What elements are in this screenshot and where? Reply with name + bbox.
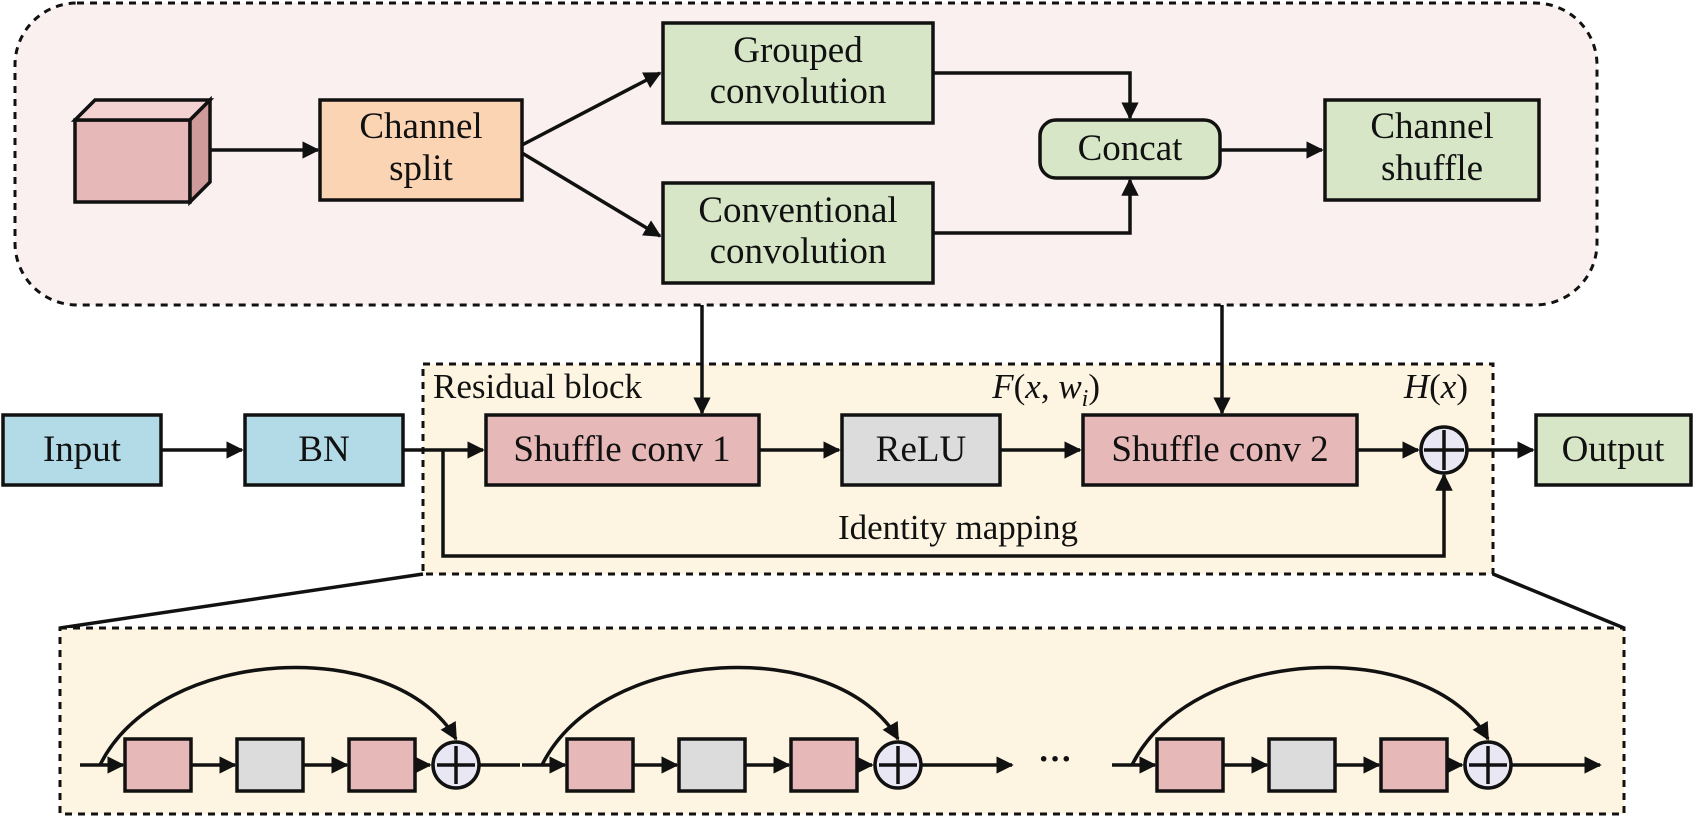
identity-mapping-arrow: [441, 450, 1453, 558]
stack-block-1-layer-2: [235, 737, 305, 793]
channel-shuffle-line1: Channel: [1370, 106, 1493, 147]
shuffle-conv2-box: Shuffle conv 2: [1081, 413, 1359, 487]
feature-map-cube-icon: [70, 95, 215, 207]
output-label: Output: [1562, 429, 1666, 470]
f-w-subscript: i: [1082, 386, 1089, 412]
bn-box: BN: [243, 413, 405, 487]
f-x-wi-label: F(x, wi): [991, 367, 1100, 412]
zoom-line-left: [59, 572, 424, 630]
stack-block-1-layer-1: [123, 737, 193, 793]
h-open-paren: (: [1429, 367, 1441, 406]
h-x-label: H(x): [1403, 367, 1468, 406]
stack-block-3-layer-1: [1155, 737, 1225, 793]
channel-shuffle-line2: shuffle: [1381, 148, 1483, 189]
channel-split-line2: split: [389, 148, 453, 189]
residual-add-icon: [1419, 425, 1469, 475]
arrow-grouped-to-concat: [933, 71, 1139, 120]
grouped-convolution-box: Grouped convolution: [661, 21, 935, 125]
relu-box: ReLU: [840, 413, 1002, 487]
shuffle-conv1-box: Shuffle conv 1: [484, 413, 761, 487]
f-x-symbol: x: [1024, 367, 1041, 406]
grouped-conv-line2: convolution: [710, 71, 887, 112]
stack-skip-arc-1: [98, 665, 458, 766]
f-w-symbol: w: [1058, 367, 1082, 406]
f-symbol: F: [991, 367, 1014, 406]
arrow-split-to-conventional: [521, 151, 662, 238]
arrow-split-to-grouped: [521, 71, 662, 147]
f-open-paren: (: [1014, 367, 1026, 406]
stack-skip-arc-3: [1130, 665, 1490, 766]
stack-block-1-layer-3: [347, 737, 417, 793]
channel-split-box: Channel split: [318, 98, 524, 202]
conventional-conv-line2: convolution: [710, 231, 887, 272]
shuffle-conv2-label: Shuffle conv 2: [1111, 429, 1328, 470]
relu-label: ReLU: [876, 429, 966, 470]
h-close-paren: ): [1456, 367, 1468, 406]
zoom-line-right: [1492, 572, 1625, 630]
conventional-conv-line1: Conventional: [698, 190, 897, 231]
conventional-convolution-box: Conventional convolution: [661, 181, 935, 285]
residual-block-title: Residual block: [433, 367, 642, 406]
grouped-conv-line1: Grouped: [733, 30, 863, 71]
f-comma: ,: [1041, 367, 1059, 406]
input-box: Input: [1, 413, 163, 487]
output-box: Output: [1534, 413, 1693, 487]
bn-label: BN: [298, 429, 349, 470]
identity-mapping-label: Identity mapping: [838, 508, 1078, 547]
stack-skip-arc-2: [540, 665, 900, 766]
h-x-symbol: x: [1440, 367, 1457, 406]
arrow-conventional-to-concat: [933, 178, 1139, 235]
f-close-paren: ): [1088, 367, 1100, 406]
input-label: Input: [43, 429, 122, 470]
stack-block-2-layer-3: [789, 737, 859, 793]
stack-block-2-layer-1: [565, 737, 635, 793]
h-symbol: H: [1403, 367, 1431, 406]
shuffle-conv-module-container: [13, 1, 1599, 307]
channel-shuffle-box: Channel shuffle: [1323, 98, 1541, 202]
stacked-residual-blocks: [80, 665, 1602, 793]
stack-block-2-layer-2: [677, 737, 747, 793]
shuffle-conv1-label: Shuffle conv 1: [513, 429, 730, 470]
channel-split-line1: Channel: [359, 106, 482, 147]
stack-block-3-layer-3: [1379, 737, 1449, 793]
stack-ellipsis: ···: [1038, 741, 1072, 778]
concat-box: Concat: [1038, 118, 1222, 180]
stack-block-3-layer-2: [1267, 737, 1337, 793]
concat-label: Concat: [1078, 128, 1184, 169]
